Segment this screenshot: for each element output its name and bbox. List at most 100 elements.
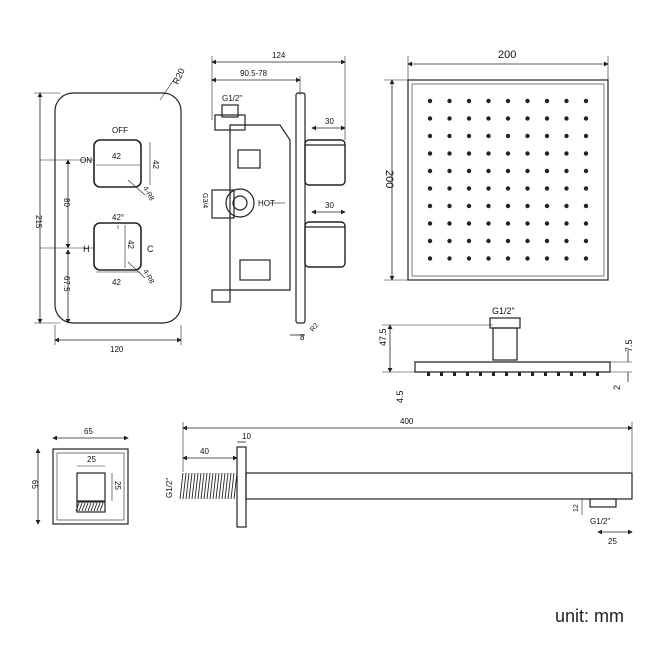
nozzle [447,168,452,174]
thread-line [191,472,196,500]
side-nozzle [531,372,534,376]
nozzle [505,238,511,244]
nozzle [447,186,452,191]
thread-line [182,472,187,500]
thread-line [78,502,83,512]
nozzle [564,221,569,226]
thread-line [96,502,101,512]
head-side-7-5: 7.5 [624,339,634,352]
nozzle [583,98,589,104]
nozzle [486,116,491,121]
nozzle [564,133,569,139]
nozzle [505,151,511,156]
valve-67-dim: 67.5 [62,276,71,292]
nozzle [525,221,530,226]
side-knob-bottom-dim: 30 [325,201,334,210]
shower-arm-view [182,422,633,535]
thread-line [215,472,220,500]
nozzle [525,256,530,261]
thread-line [99,502,104,512]
side-nozzle [518,372,521,376]
nozzle [583,238,589,244]
nozzle [427,98,433,104]
thread-line [203,472,208,500]
nozzle [544,151,550,156]
nozzle [583,133,589,139]
upper-handle [93,139,142,188]
thread-line [93,502,98,512]
nozzle [505,203,511,209]
nozzle [544,238,550,244]
elbow-thread [75,502,104,512]
nozzle [466,221,472,226]
side-nozzle [440,372,443,376]
valve-side-view [211,56,346,336]
nozzle [564,256,569,261]
nozzle [564,238,569,244]
elbow-inner-w: 25 [87,455,96,464]
side-nozzle [453,372,456,376]
nozzle [505,133,511,139]
head-side-2: 2 [612,385,622,390]
nozzle [583,116,589,121]
nozzle [447,98,452,104]
thread-line [185,472,190,500]
valve-off-label: OFF [112,126,128,135]
nozzle [447,221,452,226]
thread-line [200,472,205,500]
nozzle [427,221,433,226]
nozzle [427,168,433,174]
nozzle [525,98,530,104]
head-side-47: 47.5 [378,328,388,346]
side-nozzle [466,372,469,376]
nozzle [447,151,452,156]
nozzle [564,151,569,156]
nozzle [486,221,491,226]
thread-line [188,472,193,500]
nozzle [427,186,433,191]
nozzle [466,203,472,209]
nozzle [544,221,550,226]
nozzle [525,168,530,174]
head-side-thread: G1/2" [492,306,515,316]
nozzle [466,256,472,261]
lower-handle-width: 42 [112,278,121,287]
arm-thread-label: G1/2" [165,478,174,498]
valve-80-dim: 80 [62,198,71,207]
upper-handle-width: 42 [112,152,121,161]
side-nozzle [557,372,560,376]
nozzle [447,203,452,209]
shower-head-top-view [384,56,609,281]
nozzle [427,151,433,156]
thread-line [75,502,80,512]
side-thread-top: G1/2" [222,94,242,103]
nozzle-grid [427,98,589,261]
thread-line [233,472,238,500]
arm-flange-dim: 10 [242,432,251,441]
nozzle [505,98,511,104]
nozzle [583,168,589,174]
nozzle [544,168,550,174]
lower-handle-height: 42 [126,240,135,249]
valve-c-label: C [147,244,154,254]
lower-screw-label: 4-R8 [141,269,155,286]
arm-drop-dim: 12 [573,504,580,512]
thread-line [206,472,211,500]
nozzle [447,116,452,121]
valve-front-view [34,77,182,345]
elbow-plate [52,448,129,525]
nozzle [564,98,569,104]
head-side-4-5: 4.5 [395,390,405,403]
side-nozzle [583,372,586,376]
nozzle [486,203,491,209]
side-depth-dim: 124 [272,51,286,60]
nozzle [583,203,589,209]
nozzle [505,186,511,191]
nozzle [583,186,589,191]
side-nozzle-row [427,372,599,376]
thread-line [194,472,199,500]
nozzle [466,133,472,139]
nozzle [427,116,433,121]
side-angle-dim: R2 [309,322,320,333]
